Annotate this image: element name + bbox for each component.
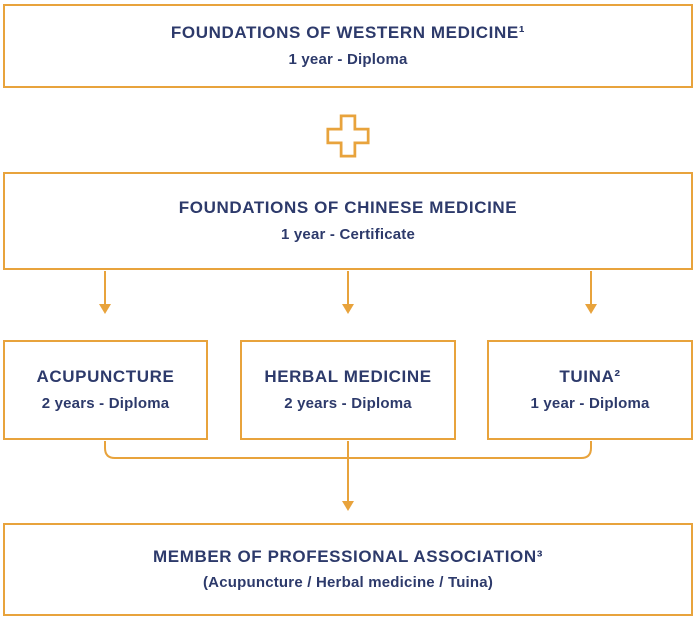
- arrow-down-icon-left: [99, 304, 111, 314]
- acupuncture-box: ACUPUNCTURE 2 years - Diploma: [3, 340, 208, 440]
- box-title: MEMBER OF PROFESSIONAL ASSOCIATION³: [153, 546, 543, 566]
- box-subtitle: 1 year - Diploma: [288, 50, 408, 68]
- box-title: ACUPUNCTURE: [36, 367, 175, 387]
- arrow-down-icon-center: [342, 304, 354, 314]
- box-subtitle: (Acupuncture / Herbal medicine / Tuina): [202, 574, 494, 592]
- foundations-chinese-medicine-box: FOUNDATIONS OF CHINESE MEDICINE 1 year -…: [3, 172, 693, 270]
- box-title: FOUNDATIONS OF CHINESE MEDICINE: [178, 198, 518, 218]
- box-title: FOUNDATIONS OF WESTERN MEDICINE¹: [170, 23, 526, 43]
- box-title: TUINA²: [559, 367, 621, 387]
- tuina-box: TUINA² 1 year - Diploma: [487, 340, 693, 440]
- plus-icon: [326, 114, 370, 158]
- connector-merge-bracket: [104, 441, 592, 459]
- arrow-down-icon-final: [342, 501, 354, 511]
- box-subtitle: 1 year - Diploma: [530, 394, 650, 412]
- box-subtitle: 2 years - Diploma: [284, 394, 412, 412]
- arrow-down-icon-right: [585, 304, 597, 314]
- foundations-western-medicine-box: FOUNDATIONS OF WESTERN MEDICINE¹ 1 year …: [3, 4, 693, 88]
- box-subtitle: 2 years - Diploma: [41, 394, 170, 412]
- professional-association-box: MEMBER OF PROFESSIONAL ASSOCIATION³ (Acu…: [3, 523, 693, 616]
- box-title: HERBAL MEDICINE: [264, 367, 432, 387]
- herbal-medicine-box: HERBAL MEDICINE 2 years - Diploma: [240, 340, 456, 440]
- box-subtitle: 1 year - Certificate: [280, 225, 416, 243]
